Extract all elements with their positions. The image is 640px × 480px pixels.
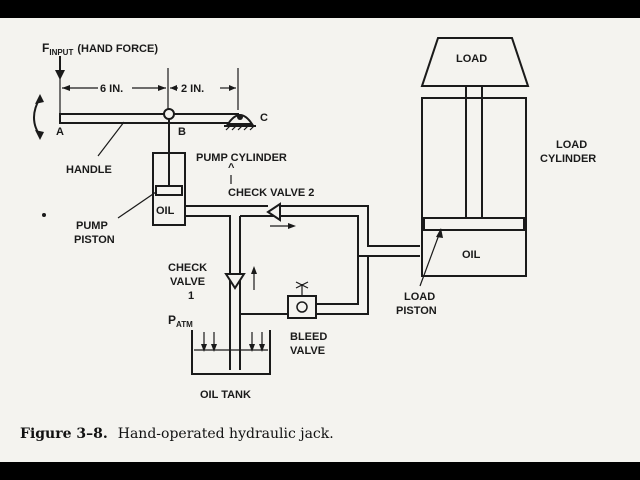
rotation-arrow — [33, 97, 41, 137]
point-b-label: B — [178, 126, 186, 138]
pump-piston-label-2: PISTON — [74, 234, 115, 246]
point-c-label: C — [260, 112, 268, 124]
figure-caption: Figure 3–8.Hand-operated hydraulic jack. — [20, 426, 334, 442]
pipe-cv2-to-load — [278, 205, 420, 247]
pump-piston-leader — [117, 191, 157, 219]
load-piston-arrowhead — [436, 228, 443, 238]
check-valve-2-label: CHECK VALVE 2 — [228, 187, 314, 199]
flow-arrowhead — [251, 266, 257, 274]
dim-right-label: 2 IN. — [181, 83, 204, 95]
bleed-valve-knob-icon — [295, 281, 309, 289]
oil-load-label: OIL — [462, 249, 481, 261]
point-a-label: A — [56, 126, 64, 138]
dim-arrow — [229, 85, 236, 91]
bleed-valve-label-1: BLEED — [290, 331, 327, 343]
handle-label: HANDLE — [66, 164, 112, 176]
ground-hatch — [225, 125, 255, 131]
pivot-c-pin — [237, 114, 243, 120]
pipe-pump-to-cv1 — [185, 215, 231, 268]
pump-piston-label-1: PUMP — [76, 220, 108, 232]
load-piston — [423, 217, 525, 231]
load-piston-label-2: PISTON — [396, 305, 437, 317]
dim-arrow — [170, 85, 177, 91]
oil-tank — [191, 330, 271, 375]
atm-pressure-arrows — [201, 332, 265, 352]
load-label: LOAD — [456, 53, 487, 65]
load-block — [420, 37, 530, 87]
force-label: FINPUT(HAND FORCE) — [42, 41, 158, 57]
diagram-page: FINPUT(HAND FORCE) 6 IN. 2 IN. A B C HAN… — [0, 18, 640, 462]
rotation-arrowhead — [35, 94, 44, 104]
stray-dot — [42, 213, 46, 217]
load-cylinder-label-2: CYLINDER — [540, 153, 596, 165]
load-piston-label-1: LOAD — [404, 291, 435, 303]
check-valve-1-symbol — [224, 273, 246, 290]
check-valve-1-label-2: VALVE — [170, 276, 205, 288]
dim-left-label: 6 IN. — [100, 83, 123, 95]
rotation-arrowhead — [35, 130, 44, 140]
pump-cylinder-label: PUMP CYLINDER — [196, 152, 287, 164]
handle-leader — [97, 121, 125, 157]
load-piston-leader — [419, 231, 441, 287]
check-valve-1-label-3: 1 — [188, 290, 194, 302]
handle-bar — [59, 113, 239, 124]
pump-piston — [155, 185, 183, 196]
pivot-b — [163, 108, 175, 120]
oil-pump-label: OIL — [156, 205, 175, 217]
pipe-to-bleed-top — [316, 256, 359, 305]
pipe-to-bleed-bottom — [316, 256, 369, 315]
bleed-valve-label-2: VALVE — [290, 345, 325, 357]
load-cylinder — [421, 97, 527, 277]
oil-tank-label: OIL TANK — [200, 389, 251, 401]
check-valve-2-symbol — [266, 202, 281, 222]
dim-arrow — [62, 85, 70, 91]
p-atm-label: PATM — [168, 313, 193, 329]
check-valve-2-caret: ^ — [228, 162, 235, 174]
dim-arrow — [158, 85, 166, 91]
bleed-valve-port — [296, 301, 308, 313]
pump-cylinder — [152, 152, 186, 226]
hydraulic-jack-diagram: FINPUT(HAND FORCE) 6 IN. 2 IN. A B C HAN… — [20, 37, 596, 442]
pipe-inner-to-load — [240, 215, 420, 257]
flow-arrowhead — [288, 223, 296, 229]
force-arrowhead — [55, 70, 65, 80]
check-valve-1-label-1: CHECK — [168, 262, 207, 274]
load-cylinder-label-1: LOAD — [556, 139, 587, 151]
